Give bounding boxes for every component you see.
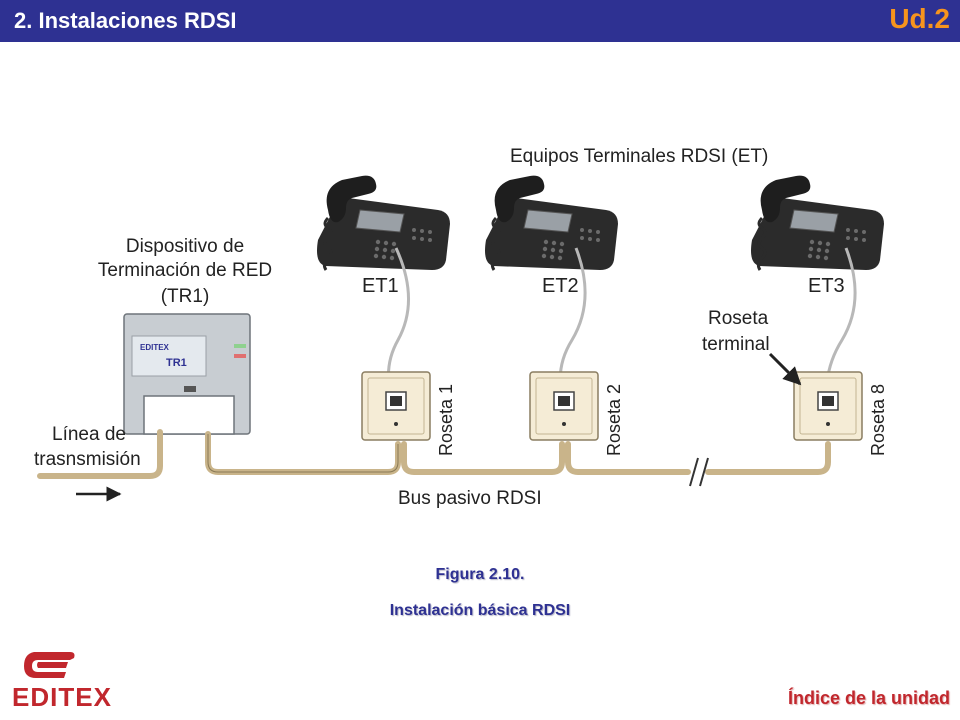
tr1-label-line2: Terminación de RED: [98, 260, 272, 281]
phone-et2-icon: [483, 174, 620, 272]
et2-label: ET2: [542, 275, 579, 297]
header-bar: 2. Instalaciones RDSI Ud.2: [0, 0, 960, 42]
roseta-terminal-line2: terminal: [702, 334, 770, 355]
et1-label: ET1: [362, 275, 399, 297]
cable-edges: [207, 434, 399, 473]
line-label-line2: trasnsmisión: [34, 449, 141, 470]
phone-et3-icon: [749, 174, 886, 272]
unit-label: Ud.2: [889, 3, 950, 34]
roseta8-label: Roseta 8: [868, 384, 888, 456]
roseta-8: [793, 371, 863, 441]
roseta-terminal-arrow-icon: [768, 352, 802, 386]
phone-et1-icon: [315, 174, 452, 272]
et3-label: ET3: [808, 275, 845, 297]
roseta-1: [361, 371, 431, 441]
roseta1-label: Roseta 1: [436, 384, 456, 456]
figure-number: Figura 2.10.: [435, 566, 525, 583]
figure-caption: Instalación básica RDSI: [389, 602, 571, 619]
tr1-label-line1: Dispositivo de: [126, 236, 244, 257]
terminals-title: Equipos Terminales RDSI (ET): [510, 146, 768, 167]
tr1-model: TR1: [166, 357, 187, 369]
isdn-diagram: Equipos Terminales RDSI (ET) ET1 ET2 ET3…: [34, 146, 888, 509]
line-label-line1: Línea de: [52, 424, 126, 445]
roseta-terminal-line1: Roseta: [708, 308, 769, 329]
editex-logo-text: EDITEX: [12, 682, 112, 712]
bus-break-icon: [689, 457, 709, 487]
roseta2-label: Roseta 2: [604, 384, 624, 456]
roseta-2: [529, 371, 599, 441]
bus-label: Bus pasivo RDSI: [398, 488, 542, 509]
tr1-label-line3: (TR1): [161, 286, 210, 307]
page-title: 2. Instalaciones RDSI: [14, 8, 237, 33]
cables: [37, 429, 831, 479]
tr1-device: EDITEX TR1: [123, 313, 251, 435]
index-link[interactable]: Índice de la unidad: [787, 688, 950, 708]
tr1-brand: EDITEX: [140, 343, 170, 352]
editex-logo-icon: [24, 652, 75, 678]
